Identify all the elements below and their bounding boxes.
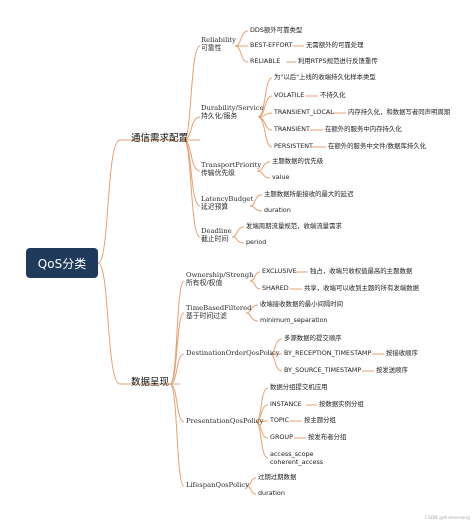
node-transport-subtitle: 传输优先级 — [201, 169, 235, 177]
node-ownership-subtitle: 所有权/权值 — [186, 279, 223, 287]
leaf-text: 利用RTPS规范进行反馈重传 — [298, 57, 378, 65]
watermark: CSDN @linshenrong — [424, 516, 470, 521]
root-node: QoS分类 — [26, 248, 98, 278]
leaf-text: period — [246, 238, 267, 246]
leaf-text: PERSISTENT — [274, 142, 313, 150]
node-presentation-title: PresentationQosPolicy — [186, 417, 264, 425]
leaf-text: duration — [264, 206, 291, 214]
leaf-text: value — [272, 173, 290, 181]
node-ownership-title: Ownership/Strengh — [186, 271, 254, 279]
leaf-text: 按发布者分组 — [308, 433, 347, 441]
leaf-text: SHARED — [262, 284, 289, 292]
leaf-text: VOLATILE — [274, 91, 305, 99]
leaf-text: 多源数据的提交顺序 — [284, 334, 342, 342]
leaf-text: 按数据实例分组 — [319, 400, 364, 408]
leaf-text: coherent_access — [270, 458, 324, 466]
node-timebased-subtitle: 基于时间过滤 — [186, 312, 227, 320]
leaf-text: TRANSIENT — [274, 125, 310, 133]
leaf-text: 无需额外的可靠处理 — [306, 41, 364, 49]
edge-cat1-durability — [183, 116, 201, 141]
leaf-text: 在额外的服务中内存持久化 — [325, 125, 402, 133]
edge-cat2-timebased — [169, 312, 185, 385]
leaf-text: BEST-EFFORT — [250, 41, 293, 49]
leaf-text: BY_RECEPTION_TIMESTAMP — [284, 349, 372, 357]
leaf-text: access_scope — [270, 450, 314, 458]
category-communication: 通信需求配置 — [131, 133, 189, 144]
leaf-text: 为"以后"上线的收端持久化样本类型 — [274, 73, 376, 81]
edge-cat1-reliability — [183, 45, 201, 141]
node-timebased-title: TimeBasedFiltered — [186, 304, 252, 312]
leaf-text: TRANSIENT_LOCAL — [274, 108, 334, 116]
node-lifespan-title: LifespanQosPolicy — [186, 481, 250, 489]
leaf-text: 数据分组提交机应用 — [270, 383, 328, 391]
leaf-text: 内存持久化，和数据写者同声明周期 — [348, 108, 451, 116]
leaf-text: 不持久化 — [320, 91, 346, 99]
leaf-text: 在额外的服务中文件/数据库持久化 — [328, 142, 427, 150]
node-deadline-subtitle: 截止时间 — [201, 235, 229, 243]
node-latency-subtitle: 延迟预算 — [201, 203, 229, 211]
leaf-text: GROUP — [270, 433, 293, 441]
leaf-text: 主题数据所能接收的最大的延迟 — [264, 190, 354, 198]
leaf-text: 按主题分组 — [304, 416, 336, 424]
node-destorder-title: DestinationOrderQosPolicy — [186, 349, 280, 357]
leaf-text: 过期过期数据 — [258, 473, 297, 481]
leaf-text: 主题数据的优先级 — [272, 157, 324, 165]
leaf-text: RELIABLE — [250, 57, 281, 65]
node-durability-subtitle: 持久化/服务 — [201, 112, 238, 120]
leaf-text: minimum_separation — [260, 316, 328, 324]
leaf-text: TOPIC — [270, 416, 290, 424]
node-durability-title: Durability/Service — [201, 104, 264, 112]
edge-cat1-deadline — [183, 139, 201, 238]
node-reliability-title: Reliability — [201, 36, 236, 44]
category-data-presentation: 数据呈现 — [131, 377, 170, 388]
leaf-text: BY_SOURCE_TIMESTAMP — [284, 366, 362, 374]
leaf-text: 独占，收端只收权值最高的主题数据 — [310, 267, 413, 275]
leaf-text: 按接收顺序 — [386, 349, 418, 357]
leaf-text: duration — [258, 489, 285, 497]
edge-root-cat2 — [97, 262, 180, 385]
leaf-text: 发端周期流量规范，收端流量需求 — [246, 222, 342, 230]
edge-cat2-presentation — [169, 383, 185, 423]
edge-cat2-destorder — [169, 353, 185, 385]
edge-cat2-lifespan — [169, 383, 185, 487]
leaf-text: 共享，收端可以收到主题的所有发端数据 — [304, 284, 420, 292]
leaf-text: EXCLUSIVE — [262, 267, 297, 275]
edge-root-cat1 — [97, 139, 200, 264]
node-latency-title: LatencyBudget — [201, 195, 254, 203]
node-reliability-subtitle: 可靠性 — [201, 44, 222, 52]
leaf-text: 收端接收数据的最小间隔时间 — [260, 300, 344, 308]
leaf-text: INSTANCE — [270, 400, 302, 408]
node-deadline-title: Deadline — [201, 227, 232, 235]
node-transport-title: TransportPriority — [201, 161, 262, 169]
leaf-text: 按发送顺序 — [376, 366, 408, 374]
leaf-text: DDS额外可靠类型 — [250, 26, 303, 34]
